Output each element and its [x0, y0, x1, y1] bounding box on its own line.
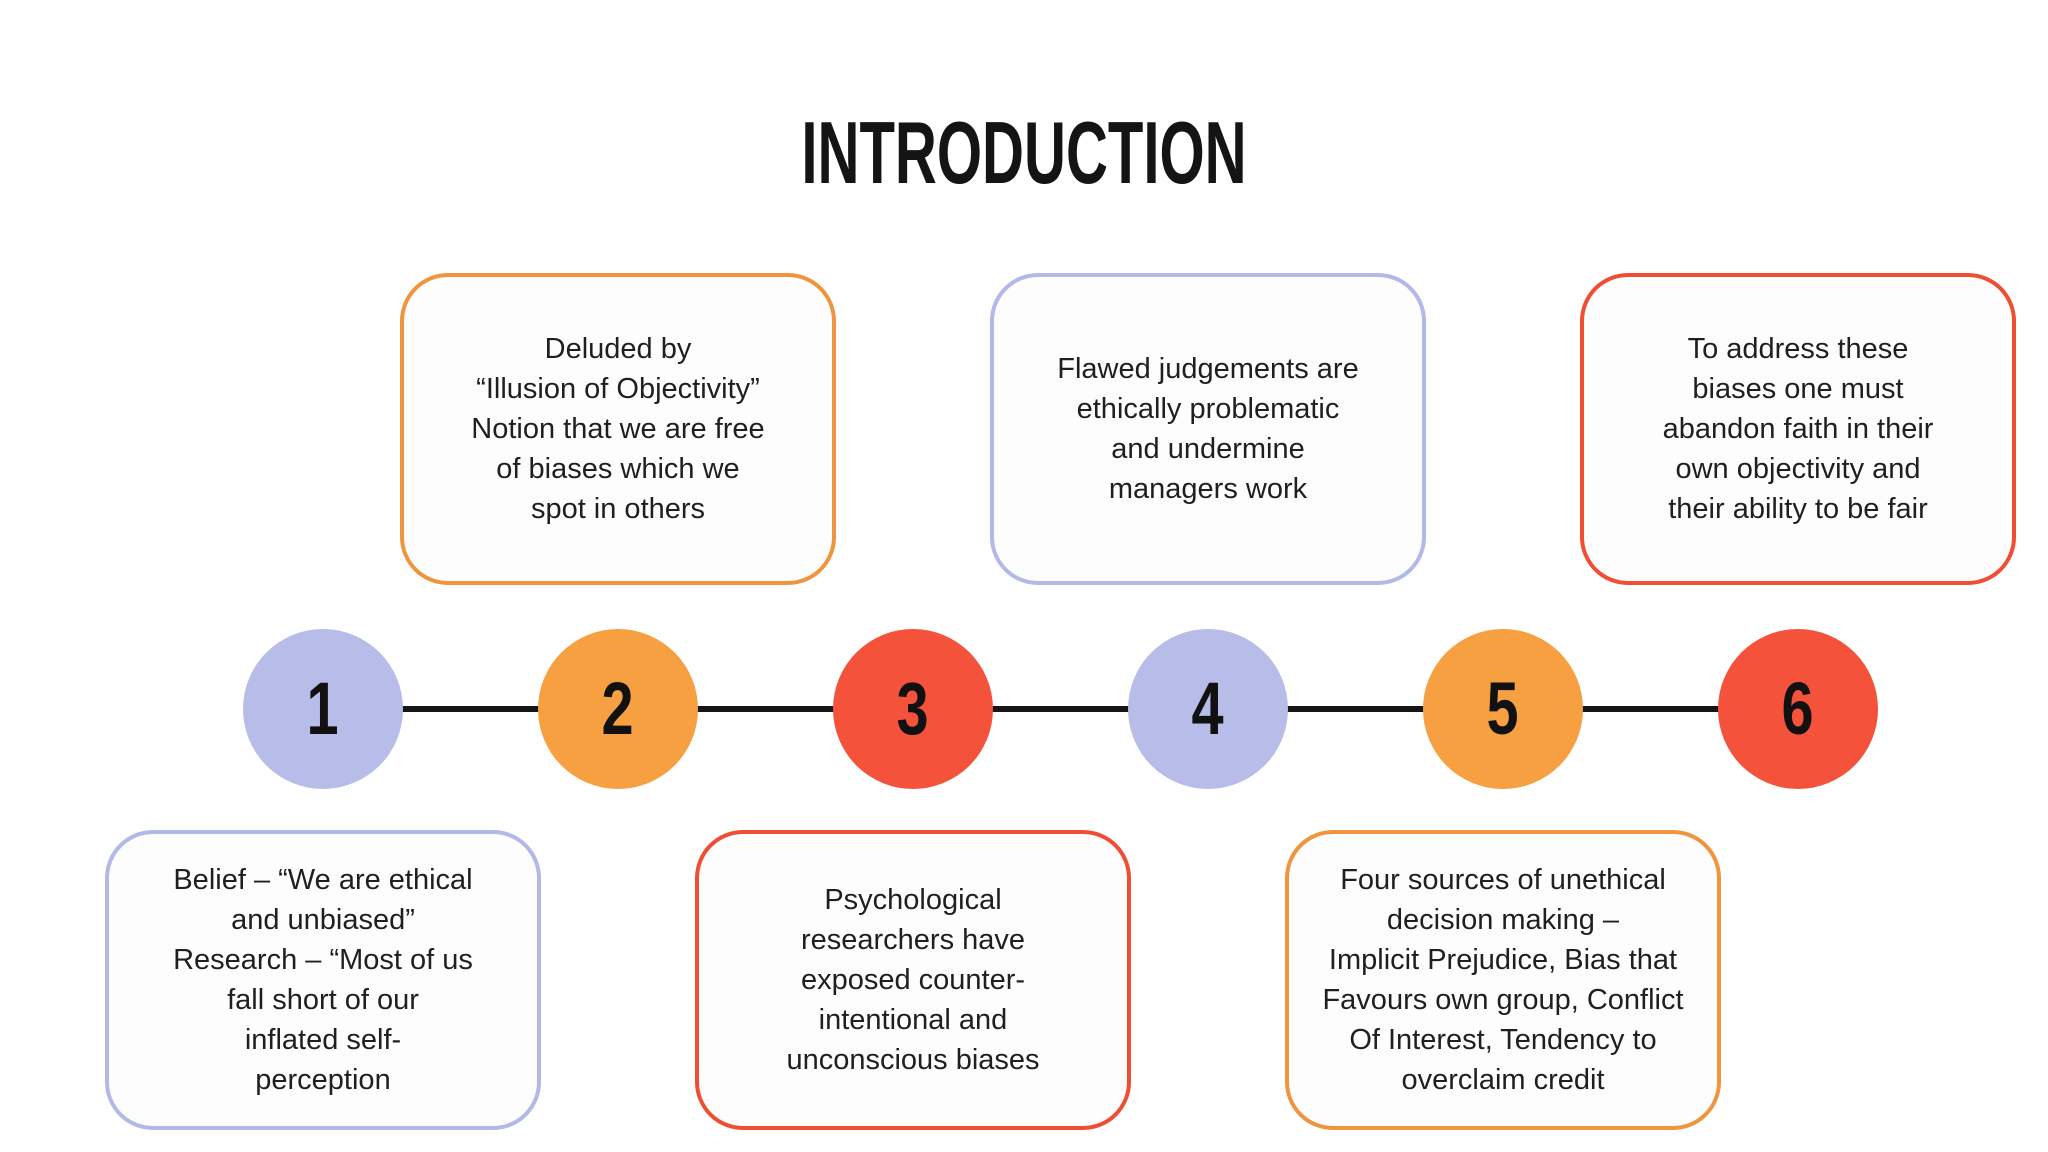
- step-number-3: 3: [896, 667, 930, 750]
- note-text-step-5: Four sources of unethical decision makin…: [1322, 864, 1684, 1096]
- note-text-step-3: Psychological researchers have exposed c…: [786, 884, 1040, 1076]
- page-title: INTRODUCTION: [801, 103, 1247, 202]
- note-text-step-6: To address these biases one must abandon…: [1662, 333, 1934, 525]
- step-circle-1: 1: [243, 629, 403, 789]
- note-box-step-6: To address these biases one must abandon…: [1580, 273, 2016, 585]
- note-box-step-1: Belief – “We are ethical and unbiased” R…: [105, 830, 541, 1130]
- note-box-step-5: Four sources of unethical decision makin…: [1285, 830, 1721, 1130]
- step-number-4: 4: [1191, 667, 1225, 750]
- step-circle-4: 4: [1128, 629, 1288, 789]
- note-text-step-2: Deluded by “Illusion of Objectivity” Not…: [471, 333, 765, 525]
- step-number-1: 1: [306, 667, 340, 750]
- note-box-step-3: Psychological researchers have exposed c…: [695, 830, 1131, 1130]
- step-circle-5: 5: [1423, 629, 1583, 789]
- step-number-6: 6: [1781, 667, 1815, 750]
- note-box-step-2: Deluded by “Illusion of Objectivity” Not…: [400, 273, 836, 585]
- note-box-step-4: Flawed judgements are ethically problema…: [990, 273, 1426, 585]
- step-number-5: 5: [1486, 667, 1520, 750]
- step-number-2: 2: [601, 667, 635, 750]
- note-text-step-1: Belief – “We are ethical and unbiased” R…: [173, 864, 473, 1096]
- note-text-step-4: Flawed judgements are ethically problema…: [1057, 353, 1359, 505]
- timeline-connector-line: [323, 706, 1798, 712]
- step-circle-3: 3: [833, 629, 993, 789]
- step-circle-2: 2: [538, 629, 698, 789]
- step-circle-6: 6: [1718, 629, 1878, 789]
